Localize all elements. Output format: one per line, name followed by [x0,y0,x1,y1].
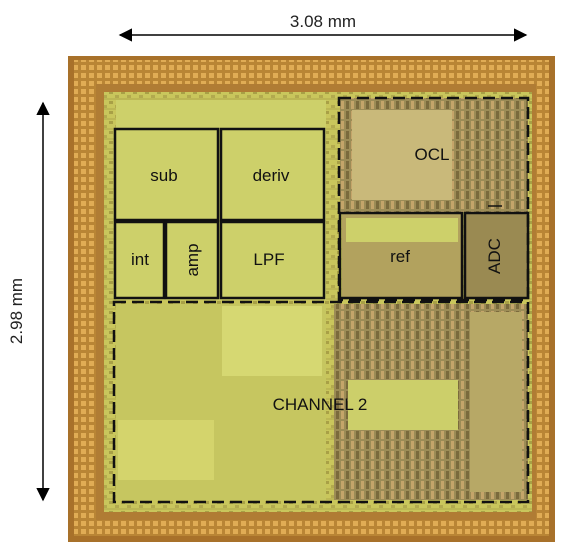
channel2-subblock [118,420,214,480]
width-label: 3.08 mm [290,12,356,31]
dashed-outlines [112,96,530,504]
channel2-block [112,300,530,504]
amp-block [164,220,220,300]
channel2-subblock [470,312,522,492]
ocl-subblock [352,110,452,200]
height-label: 2.98 mm [7,278,26,344]
channel2-label: CHANNEL 2 [273,395,368,414]
ref-label: ref [390,247,410,266]
lpf-block [219,220,326,300]
sub-label: sub [150,166,177,185]
channel2-subblock [348,380,458,430]
int-block [113,220,166,300]
ref-block [338,211,464,300]
ocl-block [337,96,530,302]
amp-label: amp [183,243,202,276]
sub-block [113,127,220,222]
ocl-label: OCL [415,145,450,164]
deriv-block [219,127,326,222]
block-outlines [113,127,530,300]
ref-subblock [346,218,458,242]
lpf-label: LPF [253,250,284,269]
adc-label: ADC [485,238,504,274]
deriv-label: deriv [253,166,290,185]
channel2-subblock [222,306,322,376]
adc-region [466,214,528,298]
int-label: int [131,250,149,269]
